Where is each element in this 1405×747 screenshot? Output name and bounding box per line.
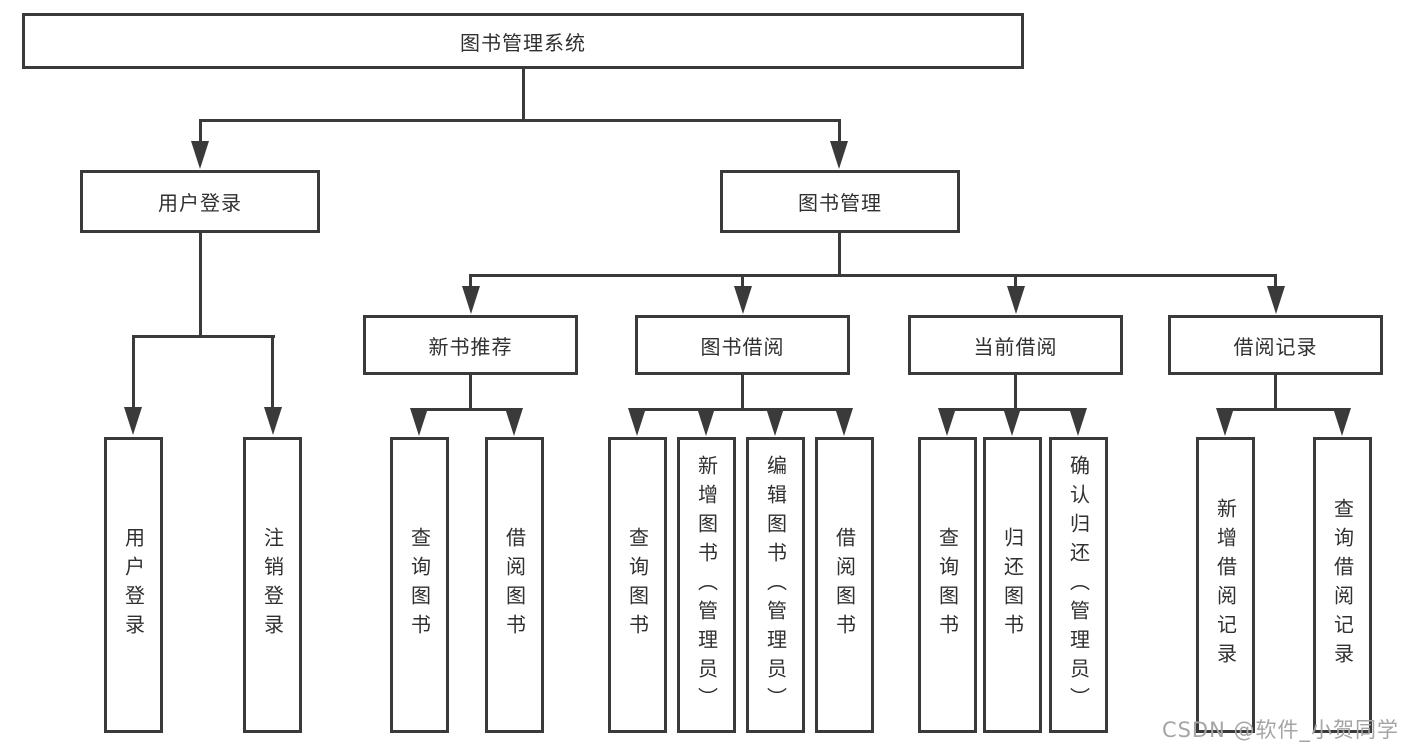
node-book-borrow: 图书借阅: [635, 315, 850, 375]
arrow-down-icon: [733, 286, 752, 314]
arrow-down-icon: [263, 407, 282, 435]
arrow-down-icon: [628, 408, 646, 436]
leaf-logout: 注销登录: [243, 437, 302, 733]
arrow-down-icon: [1216, 408, 1234, 436]
arrow-down-icon: [1006, 286, 1025, 314]
connector-line: [131, 335, 135, 408]
leaf-return-book: 归还图书: [983, 437, 1042, 733]
arrow-down-icon: [1069, 408, 1087, 436]
leaf-borrow-books-recommend: 借阅图书: [485, 437, 544, 733]
leaf-query-books-recommend: 查询图书: [390, 437, 449, 733]
leaf-add-borrow-record: 新增借阅记录: [1196, 437, 1255, 733]
connector-line: [469, 274, 472, 288]
connector-line: [198, 119, 202, 143]
connector-line: [741, 274, 744, 288]
connector-user-login-stem: [198, 233, 202, 335]
arrow-down-icon: [766, 408, 784, 436]
arrow-down-icon: [1003, 408, 1021, 436]
arrow-down-icon: [938, 408, 956, 436]
connector-line: [741, 375, 744, 409]
arrow-down-icon: [461, 286, 480, 314]
connector-group-split: [1223, 408, 1344, 411]
leaf-query-books-current: 查询图书: [918, 437, 977, 733]
arrow-down-icon: [1266, 286, 1285, 314]
connector-group-split: [635, 408, 846, 411]
connector-book-mgmt-stem: [837, 233, 841, 277]
arrow-down-icon: [191, 141, 209, 169]
connector-line: [1014, 274, 1017, 288]
connector-line: [1274, 375, 1277, 409]
arrow-down-icon: [697, 408, 715, 436]
node-borrow-records: 借阅记录: [1168, 315, 1383, 375]
connector-line: [469, 375, 472, 409]
connector-line: [271, 335, 274, 408]
watermark: CSDN @软件_小贺同学: [1161, 718, 1399, 742]
node-user-login: 用户登录: [80, 170, 320, 233]
leaf-borrow-books: 借阅图书: [815, 437, 874, 733]
leaf-user-login: 用户登录: [104, 437, 163, 733]
node-new-book-recommend: 新书推荐: [363, 315, 578, 375]
connector-user-login-split: [131, 335, 275, 338]
leaf-add-book-admin: 新增图书（管理员）: [677, 437, 736, 733]
arrow-down-icon: [1333, 408, 1351, 436]
connector-root-stem: [521, 69, 525, 119]
node-current-borrow: 当前借阅: [908, 315, 1123, 375]
arrow-down-icon: [124, 407, 142, 435]
connector-line: [1014, 375, 1017, 409]
leaf-query-borrow-record: 查询借阅记录: [1313, 437, 1372, 733]
leaf-query-books-borrow: 查询图书: [608, 437, 667, 733]
leaf-edit-book-admin: 编辑图书（管理员）: [746, 437, 805, 733]
connector-line: [1274, 274, 1277, 288]
connector-level2-split: [198, 119, 841, 122]
connector-level3-split: [469, 274, 1277, 277]
arrow-down-icon: [830, 141, 848, 169]
connector-line: [837, 119, 841, 143]
arrow-down-icon: [835, 408, 853, 436]
connector-group-split: [417, 408, 516, 411]
arrow-down-icon: [505, 408, 523, 436]
node-root: 图书管理系统: [22, 13, 1024, 69]
node-book-management: 图书管理: [720, 170, 960, 233]
arrow-down-icon: [410, 408, 428, 436]
leaf-confirm-return-admin: 确认归还（管理员）: [1049, 437, 1108, 733]
